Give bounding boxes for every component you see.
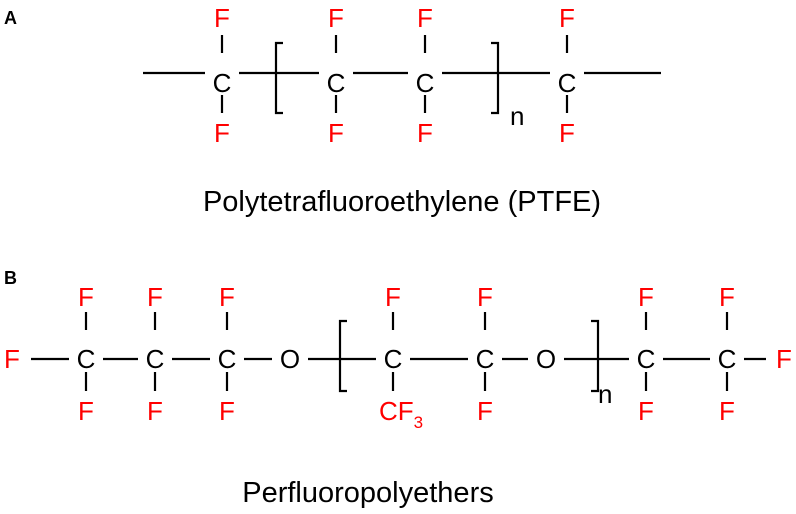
- carbon-atom: C: [327, 68, 346, 98]
- carbon-atom: C: [384, 344, 403, 374]
- fluorine-atom: F: [477, 282, 493, 312]
- fluorine-atom: F: [417, 3, 433, 33]
- trifluoromethyl-group: CF3: [379, 396, 423, 432]
- fluorine-atom: F: [219, 282, 235, 312]
- carbon-atom: C: [416, 68, 435, 98]
- oxygen-atom: O: [280, 344, 300, 374]
- panel-label-b: B: [4, 268, 17, 288]
- fluorine-atom: F: [78, 282, 94, 312]
- fluorine-atom: F: [4, 344, 20, 374]
- fluorine-atom: F: [328, 3, 344, 33]
- panel-a-bonds: [143, 35, 661, 115]
- fluorine-atom: F: [328, 118, 344, 148]
- repeat-index-b: n: [598, 379, 612, 409]
- fluorine-atom: F: [385, 282, 401, 312]
- fluorine-atom: F: [417, 118, 433, 148]
- carbon-atom: C: [218, 344, 237, 374]
- oxygen-atom: O: [536, 344, 556, 374]
- fluorine-atom: F: [219, 396, 235, 426]
- fluorine-atom: F: [147, 282, 163, 312]
- repeat-index-a: n: [510, 101, 524, 131]
- cf3-main: CF: [379, 396, 414, 426]
- carbon-atom: C: [146, 344, 165, 374]
- fluorine-atom: F: [214, 3, 230, 33]
- fluorine-atom: F: [719, 282, 735, 312]
- carbon-atom: C: [77, 344, 96, 374]
- fluorine-atom: F: [638, 282, 654, 312]
- bracket-left: [338, 319, 347, 393]
- bracket-right: [491, 41, 500, 115]
- fluorine-atom: F: [147, 396, 163, 426]
- fluorine-atom: F: [214, 118, 230, 148]
- bracket-left: [274, 41, 283, 115]
- bracket-right: [591, 319, 600, 393]
- fluorine-atom: F: [719, 396, 735, 426]
- compound-name-a: Polytetrafluoroethylene (PTFE): [203, 186, 601, 218]
- carbon-atom: C: [718, 344, 737, 374]
- panel-label-a: A: [4, 8, 17, 28]
- fluorine-atom: F: [78, 396, 94, 426]
- carbon-atom: C: [637, 344, 656, 374]
- carbon-atom: C: [213, 68, 232, 98]
- fluorine-atom: F: [776, 344, 792, 374]
- carbon-atom: C: [558, 68, 577, 98]
- panel-b-bonds: [31, 312, 766, 393]
- carbon-atom: C: [476, 344, 495, 374]
- compound-name-b: Perfluoropolyethers: [242, 477, 493, 509]
- fluorine-atom: F: [559, 3, 575, 33]
- fluorine-atom: F: [638, 396, 654, 426]
- fluorine-atom: F: [477, 396, 493, 426]
- fluorine-atom: F: [559, 118, 575, 148]
- cf3-subscript: 3: [414, 413, 423, 432]
